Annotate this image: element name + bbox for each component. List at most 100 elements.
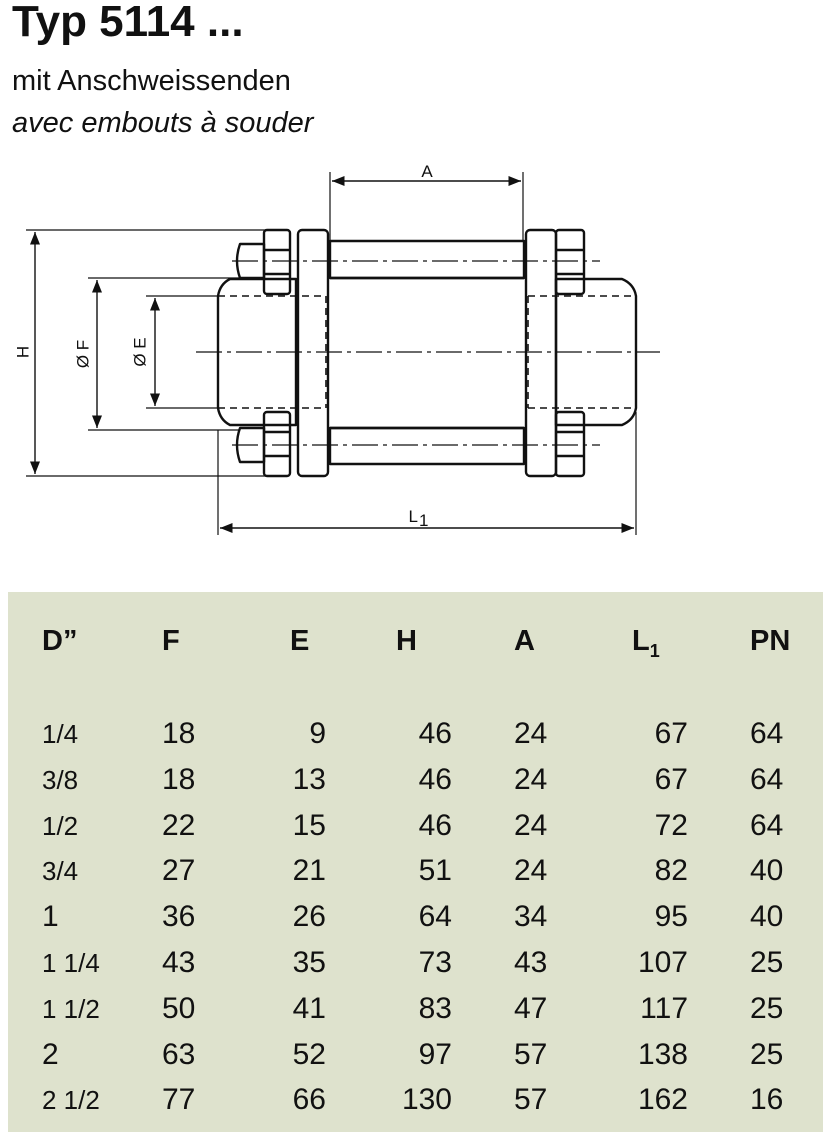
valve-cross-section-drawing: A H Ø F Ø E L 1 [13, 162, 660, 535]
cell-a: 34 [514, 900, 548, 934]
cell-e: 66 [292, 1083, 326, 1117]
cell-l1: 72 [654, 808, 688, 842]
page-title: Typ 5114 ... [12, 0, 244, 46]
cell-a: 24 [514, 854, 548, 888]
cell-f: 63 [162, 1037, 196, 1071]
table-row: 1 36 26 64 34 95 40 [8, 897, 823, 937]
cell-l1: 138 [637, 1037, 688, 1071]
table-row: 1/4 18 9 46 24 67 64 [8, 714, 823, 754]
cell-e: 41 [292, 991, 326, 1025]
left-bottom-nut [262, 410, 292, 478]
cell-h: 46 [418, 808, 452, 842]
table-row: 1 1/2 50 41 83 47 117 25 [8, 989, 823, 1029]
cell-e: 21 [292, 854, 326, 888]
cell-l1: 67 [654, 762, 688, 796]
subtitle-french: avec embouts à souder [12, 107, 314, 139]
bottom-bolt [328, 426, 526, 466]
cell-e: 15 [292, 808, 326, 842]
right-flange [524, 228, 558, 478]
cell-f: 50 [162, 991, 196, 1025]
cell-pn: 64 [750, 808, 784, 842]
table-row: 1 1/4 43 35 73 43 107 25 [8, 943, 823, 983]
technical-drawing: A H Ø F Ø E L 1 [0, 150, 825, 550]
cell-pn: 64 [750, 717, 784, 750]
table-row: 2 63 52 97 57 138 25 [8, 1035, 823, 1075]
cell-d: 1 [42, 900, 59, 934]
cell-d: 1/4 [42, 719, 79, 749]
cell-a: 24 [514, 762, 548, 796]
cell-f: 77 [162, 1083, 196, 1117]
cell-h: 51 [418, 854, 452, 888]
cell-a: 43 [514, 946, 548, 979]
cell-l1: 67 [654, 717, 688, 750]
header-pn: PN [750, 625, 791, 657]
cell-a: 24 [514, 808, 548, 842]
right-top-nut [554, 228, 586, 296]
cell-e: 52 [292, 1037, 326, 1071]
cell-h: 130 [401, 1083, 452, 1117]
cell-f: 18 [162, 717, 196, 750]
cell-pn: 64 [750, 762, 784, 796]
cell-pn: 40 [750, 900, 784, 934]
table-row: 3/8 18 13 46 24 67 64 [8, 760, 823, 800]
cell-l1: 117 [640, 991, 688, 1025]
cell-h: 73 [418, 946, 452, 979]
cell-f: 18 [162, 762, 196, 796]
cell-a: 57 [514, 1083, 548, 1117]
cell-d: 1 1/4 [42, 948, 100, 978]
cell-a: 57 [514, 1037, 548, 1071]
cell-d: 2 1/2 [42, 1085, 100, 1116]
cell-l1: 107 [637, 946, 688, 979]
cell-d: 3/8 [42, 764, 79, 795]
label-h: H [13, 346, 32, 358]
cell-f: 27 [162, 854, 196, 888]
cell-d: 1 1/2 [42, 993, 100, 1024]
cell-e: 35 [292, 946, 326, 979]
cell-a: 24 [514, 717, 548, 750]
cell-f: 43 [162, 946, 196, 979]
left-flange [296, 228, 330, 478]
cell-d: 3/4 [42, 856, 79, 887]
cell-e: 13 [292, 762, 326, 796]
cell-pn: 25 [750, 991, 784, 1025]
cell-f: 36 [162, 900, 196, 934]
label-l: L [409, 507, 418, 526]
table-row: 2 1/2 77 66 130 57 162 16 [8, 1080, 823, 1120]
table-row: 1/2 22 15 46 24 72 64 [8, 806, 823, 846]
label-e: Ø E [130, 337, 149, 366]
cell-l1: 82 [654, 854, 688, 888]
header-a: A [514, 625, 535, 657]
left-top-nut [262, 228, 292, 296]
header-e: E [290, 625, 310, 657]
cell-pn: 40 [750, 854, 784, 888]
cell-f: 22 [162, 808, 196, 842]
cell-e: 9 [309, 717, 326, 750]
right-weld-end [554, 277, 638, 427]
cell-d: 1/2 [42, 810, 79, 841]
label-a: A [421, 162, 433, 181]
table-row: 3/4 27 21 51 24 82 40 [8, 851, 823, 891]
cell-d: 2 [42, 1037, 59, 1071]
header-f: F [162, 625, 180, 657]
cell-a: 47 [514, 991, 548, 1025]
cell-h: 97 [418, 1037, 452, 1071]
cell-h: 64 [418, 900, 452, 934]
cell-pn: 25 [750, 946, 784, 979]
cell-h: 46 [418, 717, 452, 750]
cell-h: 46 [418, 762, 452, 796]
label-l-subscript: 1 [419, 511, 428, 530]
cell-l1: 95 [654, 900, 688, 934]
cell-pn: 25 [750, 1037, 784, 1071]
cell-h: 83 [418, 991, 452, 1025]
subtitle-german: mit Anschweissenden [12, 65, 291, 97]
label-f: Ø F [73, 340, 92, 368]
cell-pn: 16 [750, 1083, 784, 1117]
right-bottom-nut [554, 410, 586, 478]
header-h: H [396, 625, 417, 657]
header-l1: L1 [632, 625, 660, 661]
cell-l1: 162 [637, 1083, 688, 1117]
cell-e: 26 [292, 900, 326, 934]
top-bolt [328, 239, 526, 280]
header-d: D” [42, 625, 78, 657]
